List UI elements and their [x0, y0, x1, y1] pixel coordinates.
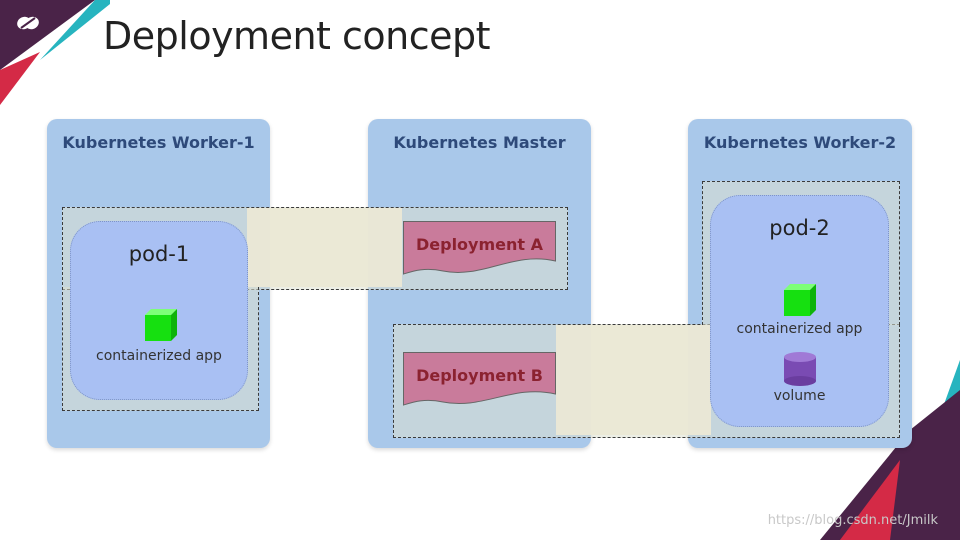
pod-2-app-label: containerized app [736, 321, 863, 337]
volume-cylinder-icon [784, 352, 816, 386]
logo-icon [17, 16, 39, 30]
pod-1[interactable]: pod-1 containerized app [70, 221, 248, 400]
container-cube-icon [145, 309, 177, 341]
pod-1-app-label: containerized app [96, 348, 222, 364]
document-shape [403, 221, 556, 275]
pod-2[interactable]: pod-2 containerized app volume [710, 195, 889, 427]
document-shape [403, 352, 556, 406]
deployment-a-label: Deployment A [415, 235, 543, 254]
pod-2-label: pod-2 [769, 216, 830, 240]
bottom-right-corner-decoration [820, 360, 960, 540]
watermark: https://blog.csdn.net/Jmilk [767, 513, 938, 528]
deployment-b-label: Deployment B [416, 366, 543, 385]
volume-label: volume [773, 388, 826, 404]
container-cube-icon [784, 284, 816, 316]
pod-1-label: pod-1 [128, 242, 190, 266]
node-title-master: Kubernetes Master [393, 133, 566, 152]
deployment-b[interactable]: Deployment B [403, 352, 556, 406]
node-title-worker-1: Kubernetes Worker-1 [62, 133, 255, 152]
slide-title: Deployment concept [103, 14, 491, 58]
deployment-a[interactable]: Deployment A [403, 221, 556, 275]
node-title-worker-2: Kubernetes Worker-2 [703, 133, 897, 152]
